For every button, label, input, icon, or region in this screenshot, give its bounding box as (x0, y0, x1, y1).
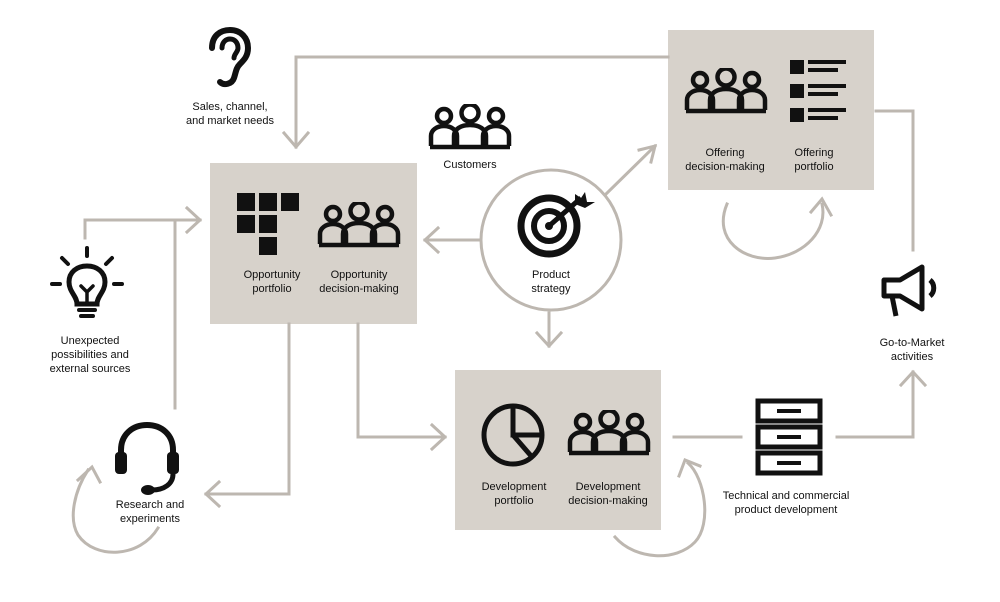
arrow-offering-to-opportunity (294, 55, 670, 149)
lightbulb-icon (50, 246, 124, 318)
megaphone-icon (881, 264, 937, 317)
arrow-opportunity-to-development (356, 322, 447, 439)
customers-label: Customers (443, 159, 497, 171)
customers-people-icon (428, 104, 512, 150)
sales-label: Sales, channel,and market needs (185, 101, 275, 127)
development-people-icon (567, 410, 651, 456)
list-icon (790, 60, 846, 122)
loop-development (612, 460, 707, 558)
loop-offering (721, 202, 825, 260)
headset-icon (115, 421, 179, 495)
arrow-gtm-to-offering (874, 109, 915, 252)
offering-people-icon (684, 68, 768, 114)
ear-icon (209, 26, 252, 88)
blocks-icon (237, 193, 299, 255)
target-icon (517, 192, 595, 258)
arrow-strategy-to-offering (601, 143, 658, 199)
arrow-opportunity-to-research (204, 322, 291, 496)
arrow-tech-to-gtm (835, 370, 915, 439)
server-rack-icon (755, 398, 823, 476)
opportunity-people-icon (317, 202, 401, 248)
loop-research (71, 467, 161, 554)
arrow-unexpected-to-opportunity (83, 218, 202, 240)
pie-chart-icon (481, 403, 545, 467)
